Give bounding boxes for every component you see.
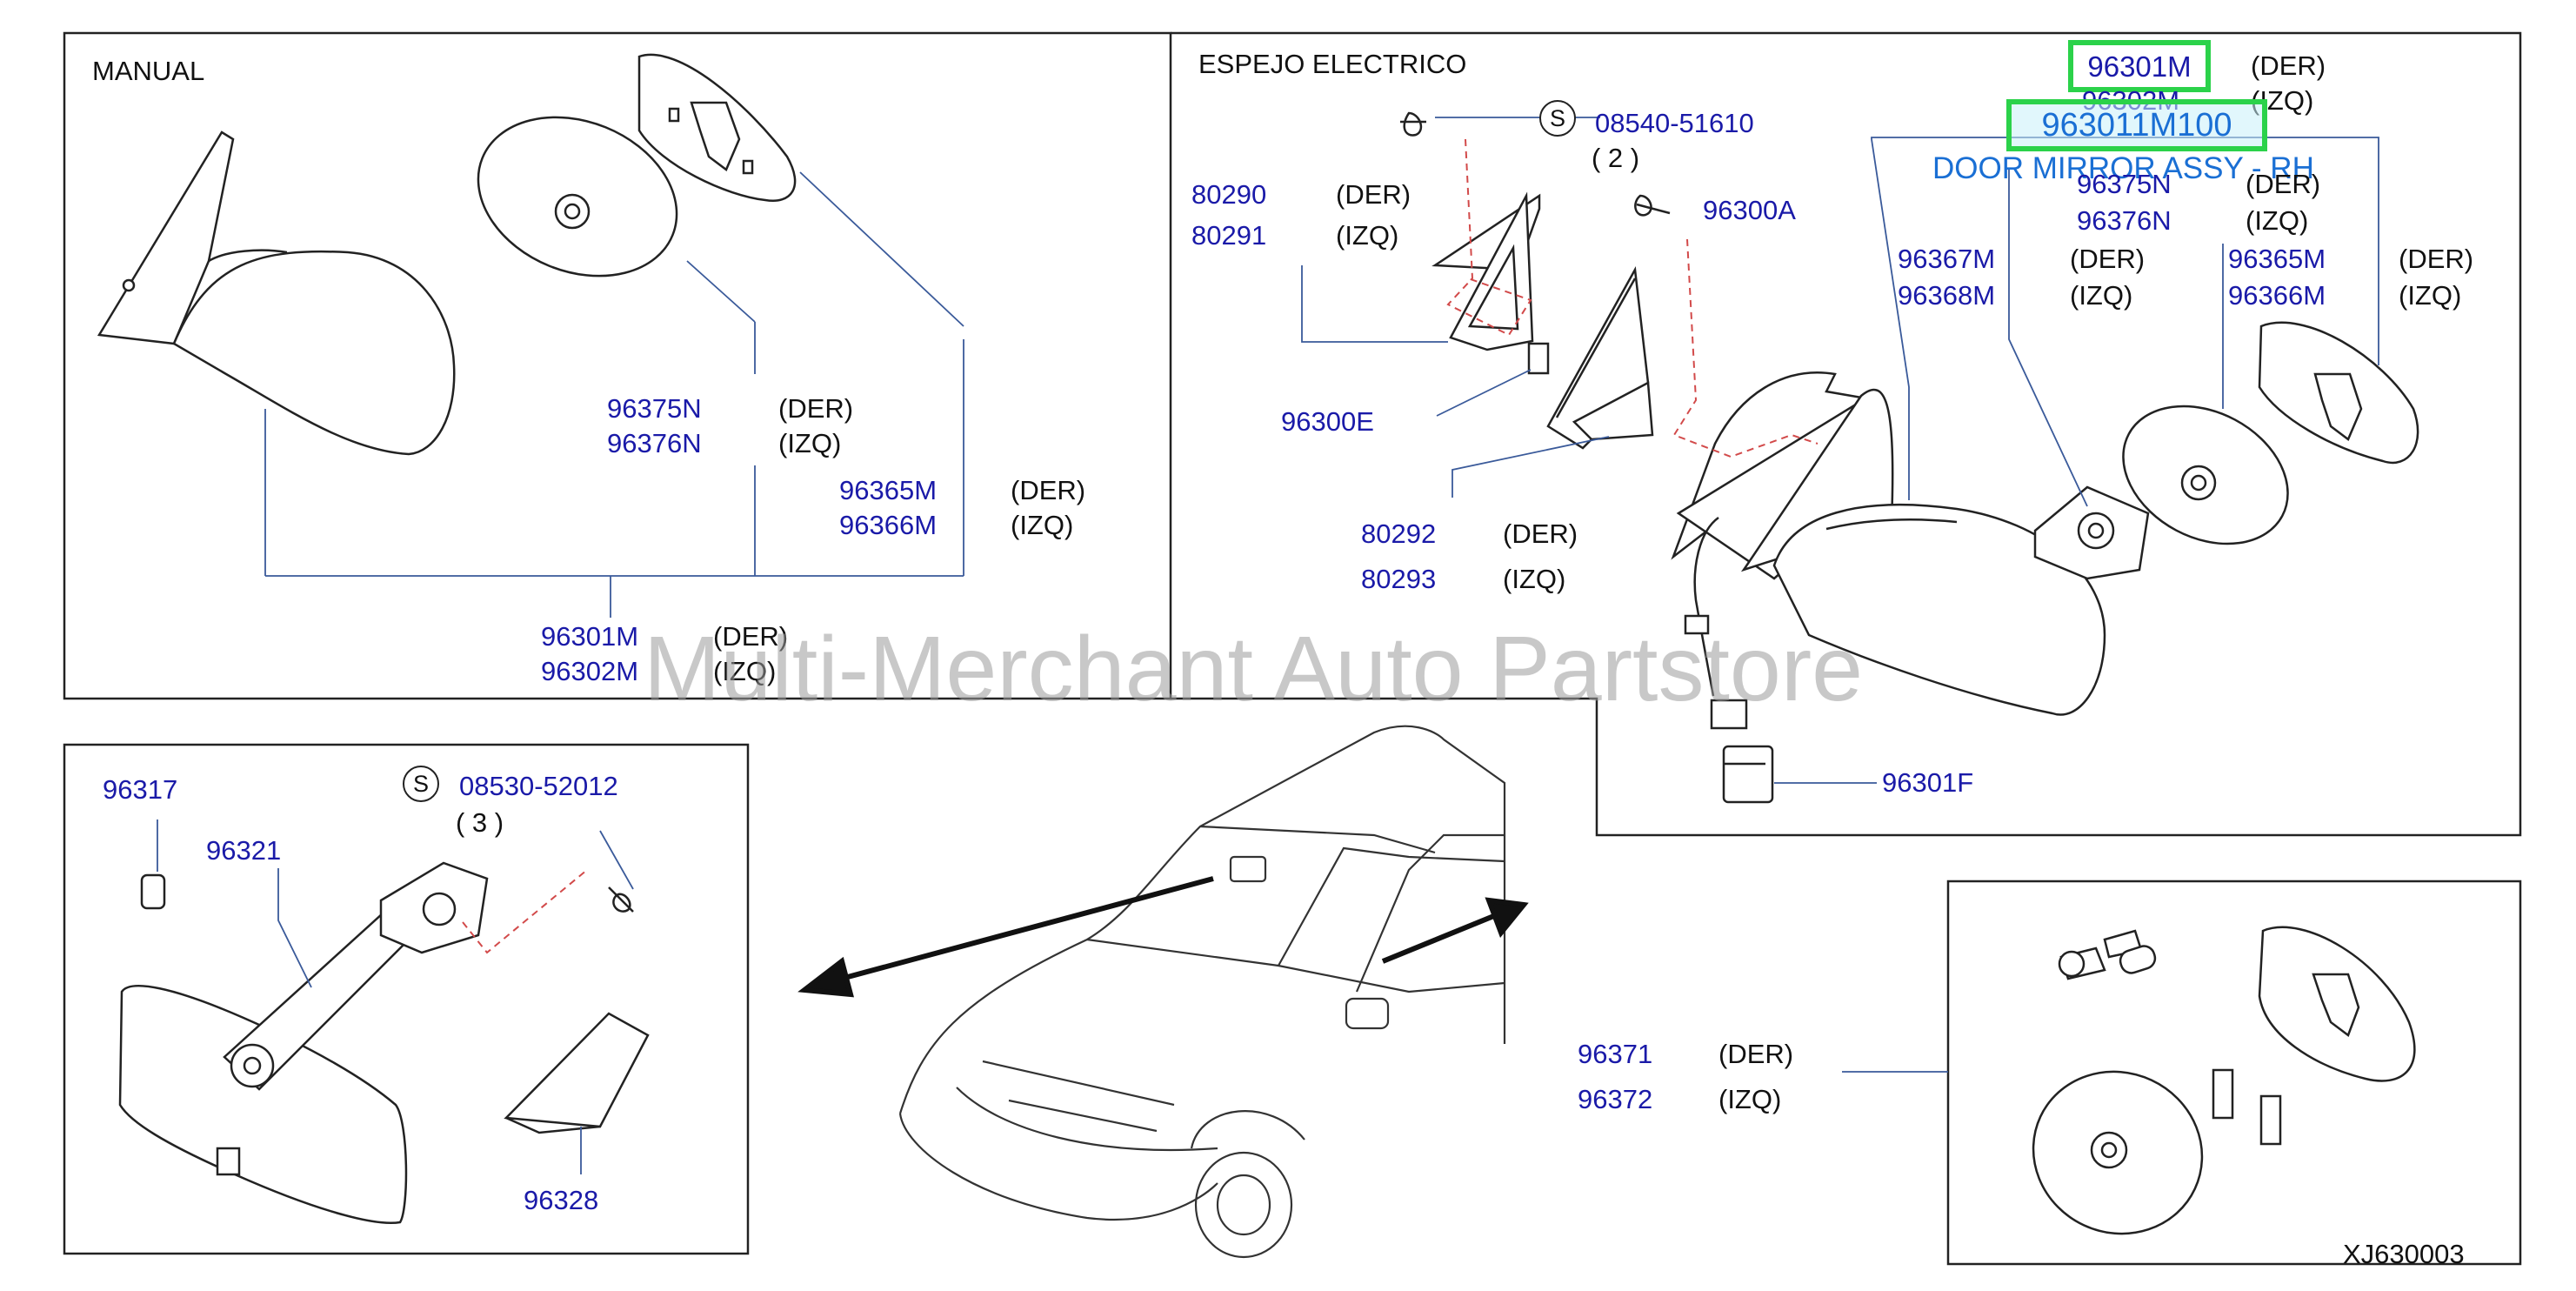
selected-part-number[interactable]: 963011M100 [2006,99,2267,151]
part-96317[interactable]: 96317 [103,774,178,805]
pointer-arrows [797,876,1529,998]
panel-electric-frame [1171,31,2522,837]
manual-mirror-drawing [97,53,797,456]
side-izq: (IZQ) [2246,205,2309,236]
part-96375N-electric[interactable]: 96375N [2077,169,2172,199]
screw-quantity: ( 2 ) [1592,143,1640,173]
side-izq: (IZQ) [713,656,777,686]
part-96301M-selected[interactable]: 96301M [2068,40,2211,92]
part-96365M-electric[interactable]: 96365M [2228,244,2326,274]
part-96376N-electric[interactable]: 96376N [2077,205,2172,236]
inner-leader-lines [157,819,634,1174]
side-der: (DER) [778,393,854,424]
part-96301F[interactable]: 96301F [1882,767,1974,798]
part-96367M[interactable]: 96367M [1898,244,1996,274]
inner-dashed-line [462,869,588,954]
part-80292[interactable]: 80292 [1361,518,1437,549]
part-96300E[interactable]: 96300E [1281,406,1374,437]
side-izq: (IZQ) [1718,1084,1782,1114]
side-izq: (IZQ) [2070,280,2133,311]
part-96366M-manual[interactable]: 96366M [839,510,938,540]
part-08540-51610[interactable]: 08540-51610 [1595,108,1754,138]
selected-part-description: DOOR MIRROR ASSY - RH [1932,151,2314,185]
side-izq: (IZQ) [1011,510,1074,540]
side-izq: (IZQ) [1503,564,1566,594]
screw-symbol-icon: S [403,766,439,802]
diagram-code: XJ630003 [2343,1239,2465,1269]
panel-inner-mirror-frame [63,743,750,1255]
car-drawing [898,725,1506,1259]
part-96365M-manual[interactable]: 96365M [839,475,938,505]
part-96328[interactable]: 96328 [524,1185,599,1215]
part-96375N-manual[interactable]: 96375N [607,393,702,424]
part-80290[interactable]: 80290 [1191,179,1267,210]
section-title-manual: MANUAL [92,56,205,86]
screw-symbol-icon: S [1539,100,1576,137]
electric-dashed-lines [1446,138,1819,458]
electric-cover-drawing [1400,111,1671,450]
part-96368M[interactable]: 96368M [1898,280,1996,311]
side-izq: (IZQ) [1336,220,1399,251]
part-96372[interactable]: 96372 [1578,1084,1653,1114]
part-96371[interactable]: 96371 [1578,1039,1653,1069]
side-izq: (IZQ) [2399,280,2462,311]
watermark: Multi-Merchant Auto Partstore [644,618,1864,720]
section-title-electric: ESPEJO ELECTRICO [1198,49,1467,79]
panel-manual-frame [63,31,1172,700]
part-80293[interactable]: 80293 [1361,564,1437,594]
electric-mirror-drawing [1431,193,2106,804]
side-der: (DER) [1503,518,1578,549]
part-96321[interactable]: 96321 [206,835,282,866]
kit-drawing [2032,926,2416,1235]
part-96302M-manual[interactable]: 96302M [541,656,639,686]
part-80291[interactable]: 80291 [1191,220,1267,251]
side-der: (DER) [2251,50,2326,81]
part-96376N-manual[interactable]: 96376N [607,428,702,458]
part-96301M-manual[interactable]: 96301M [541,621,639,652]
side-der: (DER) [2070,244,2146,274]
inner-mirror-drawing [118,861,650,1224]
side-der: (DER) [1336,179,1411,210]
side-der: (DER) [2246,169,2321,199]
side-der: (DER) [1718,1039,1794,1069]
screw-quantity: ( 3 ) [456,807,504,838]
part-96300A[interactable]: 96300A [1703,195,1796,225]
electric-actuator-drawing [2033,321,2419,580]
manual-leader-lines [264,171,964,618]
side-der: (DER) [713,621,789,652]
side-der: (DER) [2399,244,2474,274]
panel-kit-frame [1946,880,2522,1266]
part-96366M-electric[interactable]: 96366M [2228,280,2326,311]
side-izq: (IZQ) [778,428,842,458]
part-08530-52012[interactable]: 08530-52012 [459,771,618,801]
side-der: (DER) [1011,475,1086,505]
